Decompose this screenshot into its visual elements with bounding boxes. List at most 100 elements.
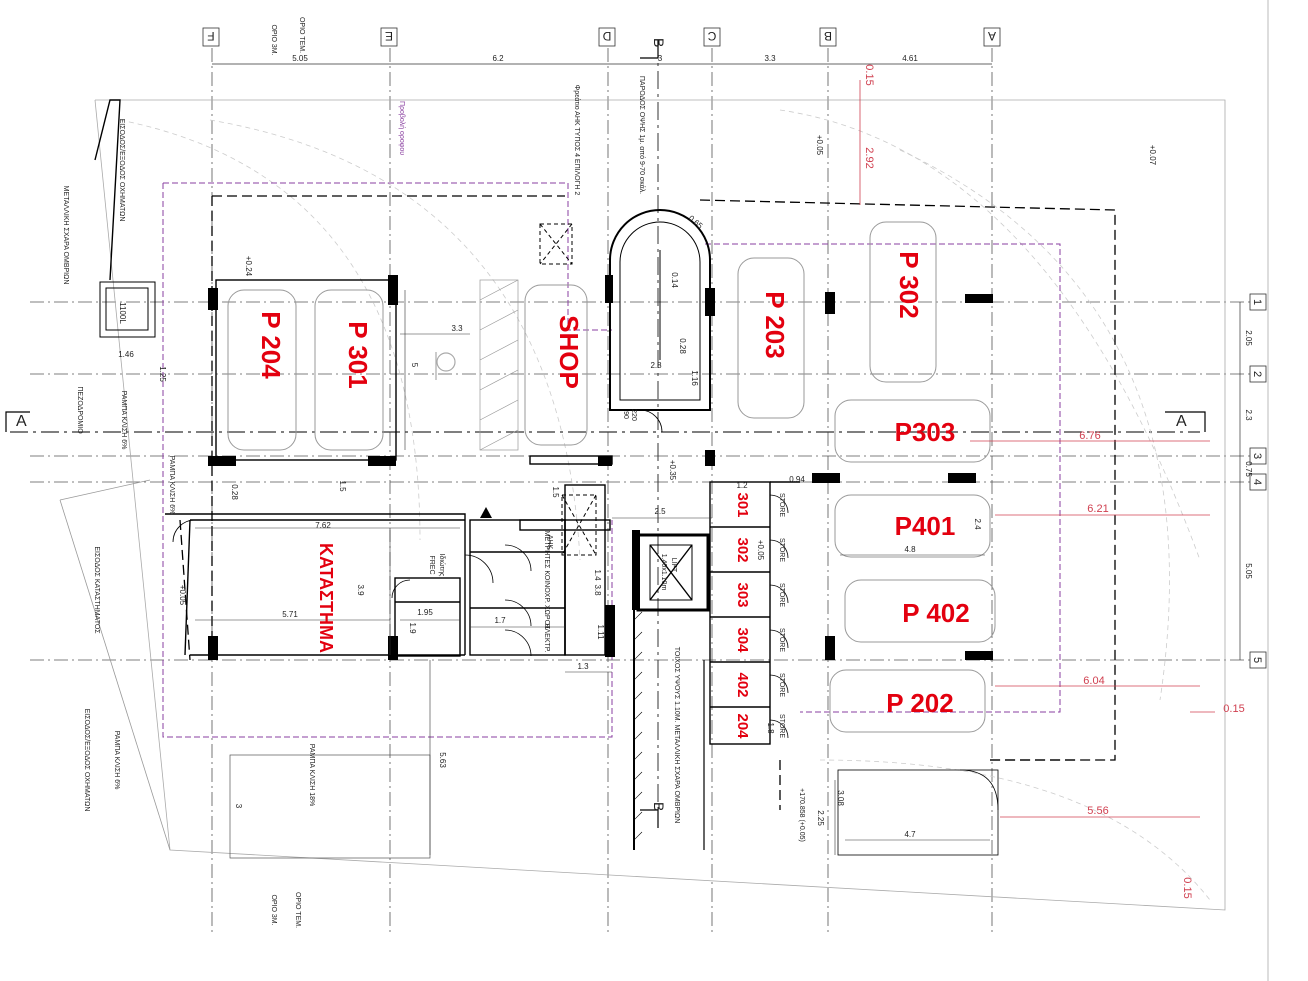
dim-text: 1.11 xyxy=(596,625,605,641)
dim-text: 4.8 xyxy=(904,545,916,554)
space-p204: P 204 xyxy=(256,311,286,379)
wheelchair-icon xyxy=(435,352,456,380)
dim-text: 2.8 xyxy=(650,361,662,370)
span-1-2: 2.05 xyxy=(1244,330,1253,346)
section-marks xyxy=(5,40,1206,828)
dim-text: 3.3 xyxy=(451,324,463,333)
dim-text: 0.94 xyxy=(789,475,805,484)
row-dimension-chain: 2.05 2.3 0.75 5.05 xyxy=(1239,302,1253,660)
dim-text: 3.08 xyxy=(836,790,845,806)
store-303-number: 303 xyxy=(734,582,751,607)
red-dim-lines xyxy=(859,80,1215,818)
level-label: +170.858 (+0.05) xyxy=(798,788,805,842)
dim-text: +0.07 xyxy=(1148,145,1157,166)
meters-label: ΜΕΤΡΗΤΕΣ ΚΟΙΝΟΧΡ. ΧΩΡΟΣ xyxy=(543,531,550,630)
span-d-c: 3 xyxy=(658,54,663,63)
dimensions: 3.3 5 1.46 1.25 1.5 7.62 3.9 5.71 1.95 1… xyxy=(118,135,1157,839)
door-width-label: 90 xyxy=(622,411,629,419)
space-p303: P303 xyxy=(895,417,956,447)
dim-text: 1.9 xyxy=(408,622,417,634)
dim-text: 3.8 xyxy=(593,584,602,596)
dim-text: 1.5 xyxy=(551,486,560,498)
ahk-pit-label: Φρεάτιο ΑΗΚ ΤΥΠΟΣ 4 ΕΠΙΛΟΓΗ 2 xyxy=(573,85,581,196)
limit-3m-top-label: ΟΡΙΟ 3Μ. xyxy=(270,24,277,55)
grate-hatch xyxy=(633,611,643,841)
frec-label: FREC xyxy=(428,555,435,574)
dim-lines xyxy=(195,290,990,855)
lift-label: LIFT xyxy=(670,558,677,573)
dim-text: 5 xyxy=(410,363,419,368)
gate-label-left: ΕΙΣΟΔΟΣ/ΕΞΟΔΟΣ ΟΧΗΜΑΤΩΝ xyxy=(118,119,125,222)
red-dim-621: 6.21 xyxy=(1087,503,1108,515)
pavement-label: ΠΕΖΟΔΡΟΜΙΟ xyxy=(76,386,83,434)
span-2-3: 2.3 xyxy=(1244,409,1253,421)
dim-text: 2.4 xyxy=(973,518,982,530)
store-301-label: STORE xyxy=(778,493,785,517)
dim-text: 2.5 xyxy=(654,507,666,516)
grid-col-d: D xyxy=(602,29,611,43)
store-302-number: 302 xyxy=(734,537,751,562)
grid-col-f: F xyxy=(207,29,214,43)
ramp-label-3: ΡΑΜΠΑ ΚΛΙΣΗ 6% xyxy=(113,731,120,790)
red-dim-015-right: 0.15 xyxy=(1223,703,1244,715)
space-p203: P 203 xyxy=(760,291,790,358)
stair-note: ΠΑΡΟΔΟΣ ΟΨΗΣ 1μ. από 9-70 σκάλ. xyxy=(638,76,646,194)
shop-label: ΚΑΤΑΣΤΗΜΑ xyxy=(316,543,336,653)
space-labels: P 204 P 301 SHOP P 203 P 302 P303 P401 P… xyxy=(256,251,970,718)
dim-text: 0.28 xyxy=(230,484,239,500)
dim-text: +0.05 xyxy=(815,135,824,156)
store-204-label: STORE xyxy=(778,714,785,738)
dim-text: 1.8 xyxy=(766,722,775,734)
store-304-number: 304 xyxy=(734,627,751,653)
door-swings xyxy=(172,409,789,739)
store-301-number: 301 xyxy=(734,492,751,517)
grid-col-b: B xyxy=(824,29,832,43)
grid-col-a: A xyxy=(988,29,996,43)
red-dim-015-top: 0.15 xyxy=(863,64,875,85)
span-f-e: 5.05 xyxy=(292,54,308,63)
red-dim-556: 5.56 xyxy=(1087,805,1108,817)
dim-text: 1.25 xyxy=(158,366,167,382)
ramp-label-2: ΡΑΜΠΑ ΚΛΙΣΗ 6% xyxy=(168,456,175,515)
space-p401: P401 xyxy=(895,511,956,541)
dim-text: 3 xyxy=(234,804,243,809)
limit-top-label: ΟΡΙΟ ΤΕΜ. xyxy=(298,17,305,53)
grid-column-labels: F E D C B A xyxy=(202,27,1001,47)
dim-text: +0.24 xyxy=(244,256,253,277)
dim-text: 5.63 xyxy=(438,752,447,768)
column-dimension-chain: 5.05 6.2 3 3.3 4.61 xyxy=(212,54,992,65)
grid-row-1: 1 xyxy=(1251,299,1263,305)
swept-paths xyxy=(119,109,1211,901)
structural-columns xyxy=(208,275,993,660)
red-dimensions: 6.76 6.21 6.04 5.56 0.15 2.92 0.15 0.15 xyxy=(863,64,1245,898)
grid-row-3: 3 xyxy=(1251,453,1263,459)
store-303-label: STORE xyxy=(778,583,785,607)
space-shop: SHOP xyxy=(554,315,584,389)
section-mark-left: A xyxy=(16,413,27,430)
store-402-label: STORE xyxy=(778,673,785,697)
lift-size-label: 1.40x1.10m xyxy=(660,554,667,591)
red-dim-604: 6.04 xyxy=(1083,675,1104,687)
projection-label: Προβολή οροφου xyxy=(398,101,405,155)
grid-col-e: E xyxy=(385,29,393,43)
shop-entry-label: ΕΙΣΟΔΟΣ ΚΑΤΑΣΤΗΜΑΤΟΣ xyxy=(93,546,100,634)
plot-boundary xyxy=(59,99,1226,911)
dim-text: 1.2 xyxy=(736,481,748,490)
dim-text: 0.14 xyxy=(670,272,679,288)
span-c-b: 3.3 xyxy=(764,54,776,63)
ahk-room-label: ΑΗΚ xyxy=(546,535,553,550)
store-labels: 301 STORE 302 STORE 303 STORE 304 STORE … xyxy=(734,492,785,739)
dim-text: 7.62 xyxy=(315,521,331,530)
ramp-label: ΡΑΜΠΑ ΚΛΙΣΗ 6% xyxy=(120,391,127,450)
electr-label: ΗΛΕΚΤΡ. xyxy=(543,623,550,652)
dim-text: 3.9 xyxy=(356,584,365,596)
limit-3m-bottom-label: ΟΡΙΟ 3Μ. xyxy=(270,894,277,925)
span-e-d: 6.2 xyxy=(492,54,504,63)
door-height-label: 220 xyxy=(630,409,637,421)
span-4-5: 5.05 xyxy=(1244,563,1253,579)
span-3-4: 0.75 xyxy=(1244,461,1253,477)
store-302-label: STORE xyxy=(778,538,785,562)
dim-text: 0.28 xyxy=(678,338,687,354)
gate-label-bottom: ΕΙΣΟΔΟΣ/ΕΞΟΔΟΣ ΟΧΗΜΑΤΩΝ xyxy=(83,709,90,812)
